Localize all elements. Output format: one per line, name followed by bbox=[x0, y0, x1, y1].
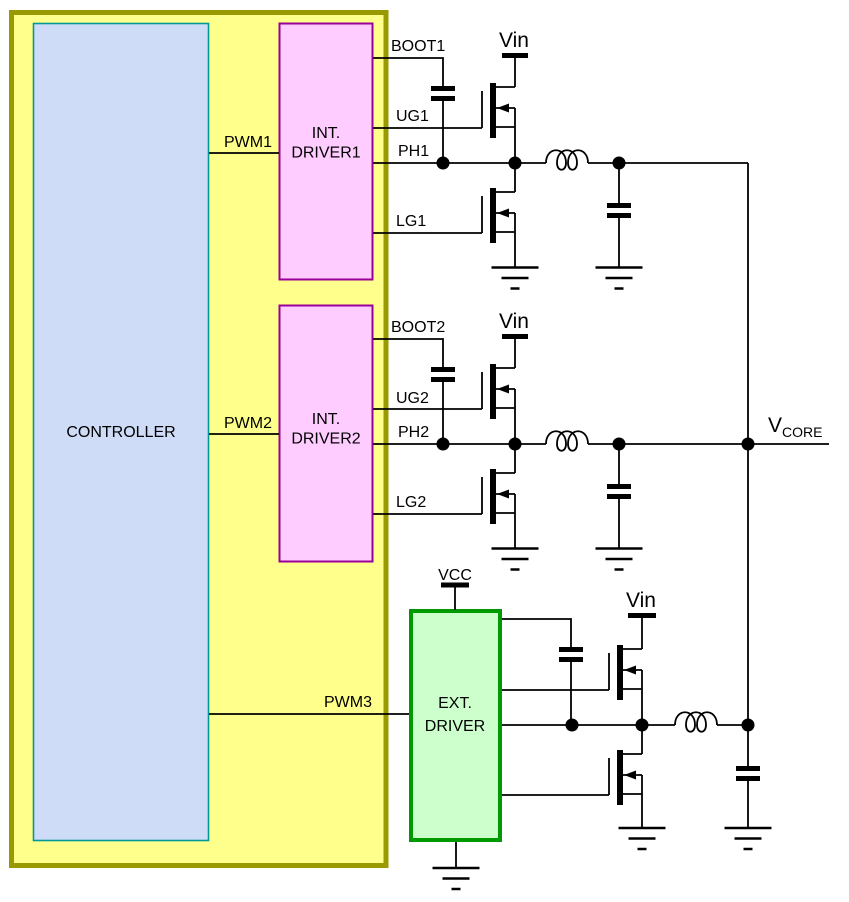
controller-box bbox=[32, 22, 210, 842]
vin-label-2: Vin bbox=[499, 310, 529, 333]
ext-driver-box bbox=[409, 609, 502, 842]
inductor-2 bbox=[545, 430, 589, 452]
boot1-label: BOOT1 bbox=[391, 38, 445, 55]
junction-dot bbox=[741, 718, 755, 732]
ext-driver-label-line2: DRIVER bbox=[425, 718, 485, 735]
boot3-wire bbox=[502, 618, 572, 647]
phase2-circuit bbox=[209, 334, 829, 571]
low-side-mosfet-1 bbox=[481, 187, 516, 244]
junction-dot bbox=[635, 718, 649, 732]
int-driver2-box bbox=[278, 304, 374, 563]
boot2-wire bbox=[373, 338, 444, 367]
ph1-label: PH1 bbox=[398, 143, 429, 160]
junction-dot bbox=[565, 718, 579, 732]
bootstrap-capacitor-1 bbox=[431, 89, 455, 99]
vin-label-3: Vin bbox=[626, 589, 656, 612]
high-side-mosfet-3 bbox=[608, 644, 643, 701]
ground-symbol bbox=[617, 826, 667, 851]
high-side-mosfet-2 bbox=[481, 363, 516, 420]
boot1-wire bbox=[373, 57, 444, 86]
junction-dot bbox=[508, 437, 522, 451]
vcc-label: VCC bbox=[438, 567, 472, 584]
int-driver2-label-line2: DRIVER2 bbox=[291, 431, 360, 448]
inductor-3 bbox=[674, 711, 718, 733]
boot2-label: BOOT2 bbox=[391, 319, 445, 336]
lg1-label: LG1 bbox=[396, 213, 426, 230]
ground-symbol bbox=[723, 826, 773, 851]
pwm3-label: PWM3 bbox=[324, 694, 372, 711]
vin-label-1: Vin bbox=[499, 29, 529, 52]
pwm1-label: PWM1 bbox=[224, 134, 272, 151]
output-capacitor-1 bbox=[607, 206, 631, 216]
int-driver1-label-line1: INT. bbox=[312, 125, 340, 142]
lg2-label: LG2 bbox=[396, 494, 426, 511]
ext-driver-label-line1: EXT. bbox=[438, 695, 472, 712]
ground-symbol bbox=[431, 866, 481, 891]
inductor-1 bbox=[545, 149, 589, 171]
vcore-label: VCORE bbox=[768, 414, 822, 440]
ground-symbol bbox=[594, 266, 644, 290]
junction-dot bbox=[436, 437, 450, 451]
controller-label: CONTROLLER bbox=[66, 424, 175, 441]
vcore-junction-dot bbox=[741, 437, 755, 451]
block-boxes bbox=[9, 10, 502, 868]
phase3-ext-circuit bbox=[209, 582, 773, 891]
vcore-label-main: V bbox=[768, 414, 782, 437]
junction-dot bbox=[436, 156, 450, 170]
junction-dot bbox=[508, 156, 522, 170]
low-side-mosfet-3 bbox=[608, 749, 643, 806]
output-capacitor-2 bbox=[607, 487, 631, 497]
labels: CONTROLLER INT. DRIVER1 INT. DRIVER2 EXT… bbox=[66, 29, 822, 735]
int-driver2-label-line1: INT. bbox=[312, 411, 340, 428]
low-side-mosfet-2 bbox=[481, 468, 516, 525]
ug2-label: UG2 bbox=[396, 390, 429, 407]
ph2-label: PH2 bbox=[398, 424, 429, 441]
junction-dot bbox=[612, 156, 626, 170]
output-capacitor-3 bbox=[736, 769, 760, 779]
pwm2-label: PWM2 bbox=[224, 415, 272, 432]
int-driver1-label-line2: DRIVER1 bbox=[291, 145, 360, 162]
ground-symbol bbox=[490, 547, 540, 571]
bootstrap-capacitor-3 bbox=[559, 650, 583, 660]
phase1-circuit bbox=[209, 53, 749, 725]
high-side-mosfet-1 bbox=[481, 82, 516, 139]
int-driver1-box bbox=[278, 22, 374, 281]
bootstrap-capacitor-2 bbox=[431, 370, 455, 380]
vcore-label-subscript: CORE bbox=[782, 424, 822, 440]
ground-symbol bbox=[594, 547, 644, 571]
junction-dot bbox=[612, 437, 626, 451]
ug1-label: UG1 bbox=[396, 108, 429, 125]
ground-symbol bbox=[490, 266, 540, 290]
